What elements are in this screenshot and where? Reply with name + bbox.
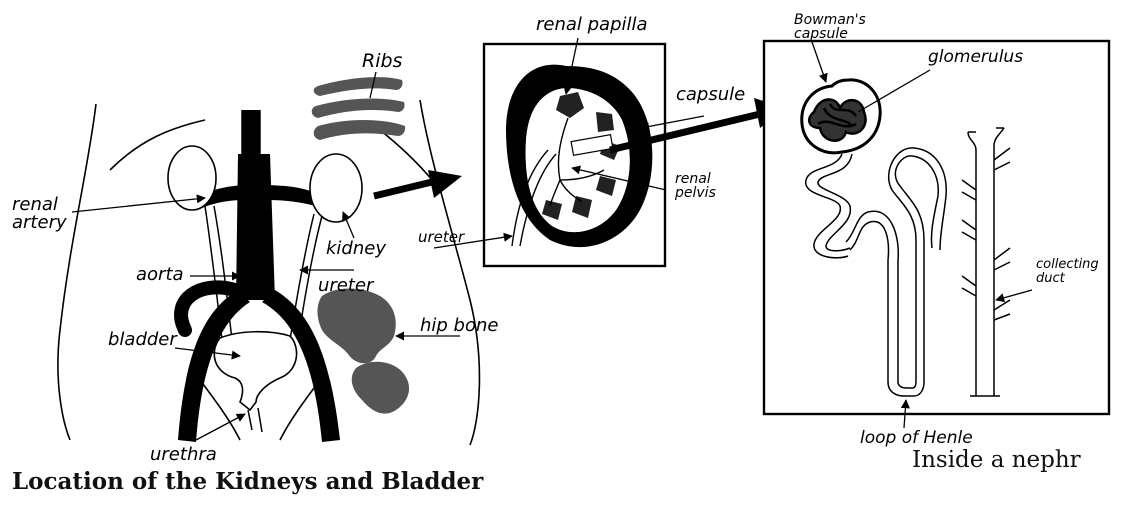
label-aorta: aorta	[136, 264, 184, 285]
kidney-left-shape	[168, 146, 216, 210]
label-bladder: bladder	[108, 329, 178, 350]
label-collecting-duct-1: collecting	[1036, 257, 1099, 272]
leg-crease-left	[200, 380, 240, 440]
label-ribs: Ribs	[362, 50, 403, 72]
urethra-shape	[248, 408, 262, 432]
bladder-shape	[214, 332, 296, 410]
label-renal-artery-2: artery	[12, 212, 67, 233]
label-hip-bone: hip bone	[420, 315, 498, 336]
caption-location-kidneys-bladder: Location of the Kidneys and Bladder	[12, 468, 483, 495]
label-ureter-body: ureter	[318, 275, 375, 296]
nephron-section-frame	[764, 41, 1109, 414]
kidney-right-shape	[310, 154, 362, 222]
label-capsule: capsule	[676, 84, 745, 105]
torso-outline-left	[58, 104, 96, 440]
torso-outline-right	[420, 100, 479, 445]
label-urethra: urethra	[150, 444, 217, 465]
label-kidney: kidney	[326, 238, 386, 259]
label-renal-papilla: renal papilla	[536, 14, 648, 35]
arrow-to-kidney	[374, 170, 462, 198]
label-loop-of-henle: loop of Henle	[860, 428, 973, 448]
label-bowmans-capsule-2: capsule	[794, 26, 848, 42]
ribs-shape	[312, 77, 405, 140]
caption-inside-nephron: Inside a nephr	[912, 447, 1081, 473]
label-ureter-kidney: ureter	[418, 228, 465, 246]
label-glomerulus: glomerulus	[928, 47, 1023, 67]
label-collecting-duct-2: duct	[1036, 271, 1066, 286]
label-renal-pelvis-2: pelvis	[674, 185, 716, 201]
